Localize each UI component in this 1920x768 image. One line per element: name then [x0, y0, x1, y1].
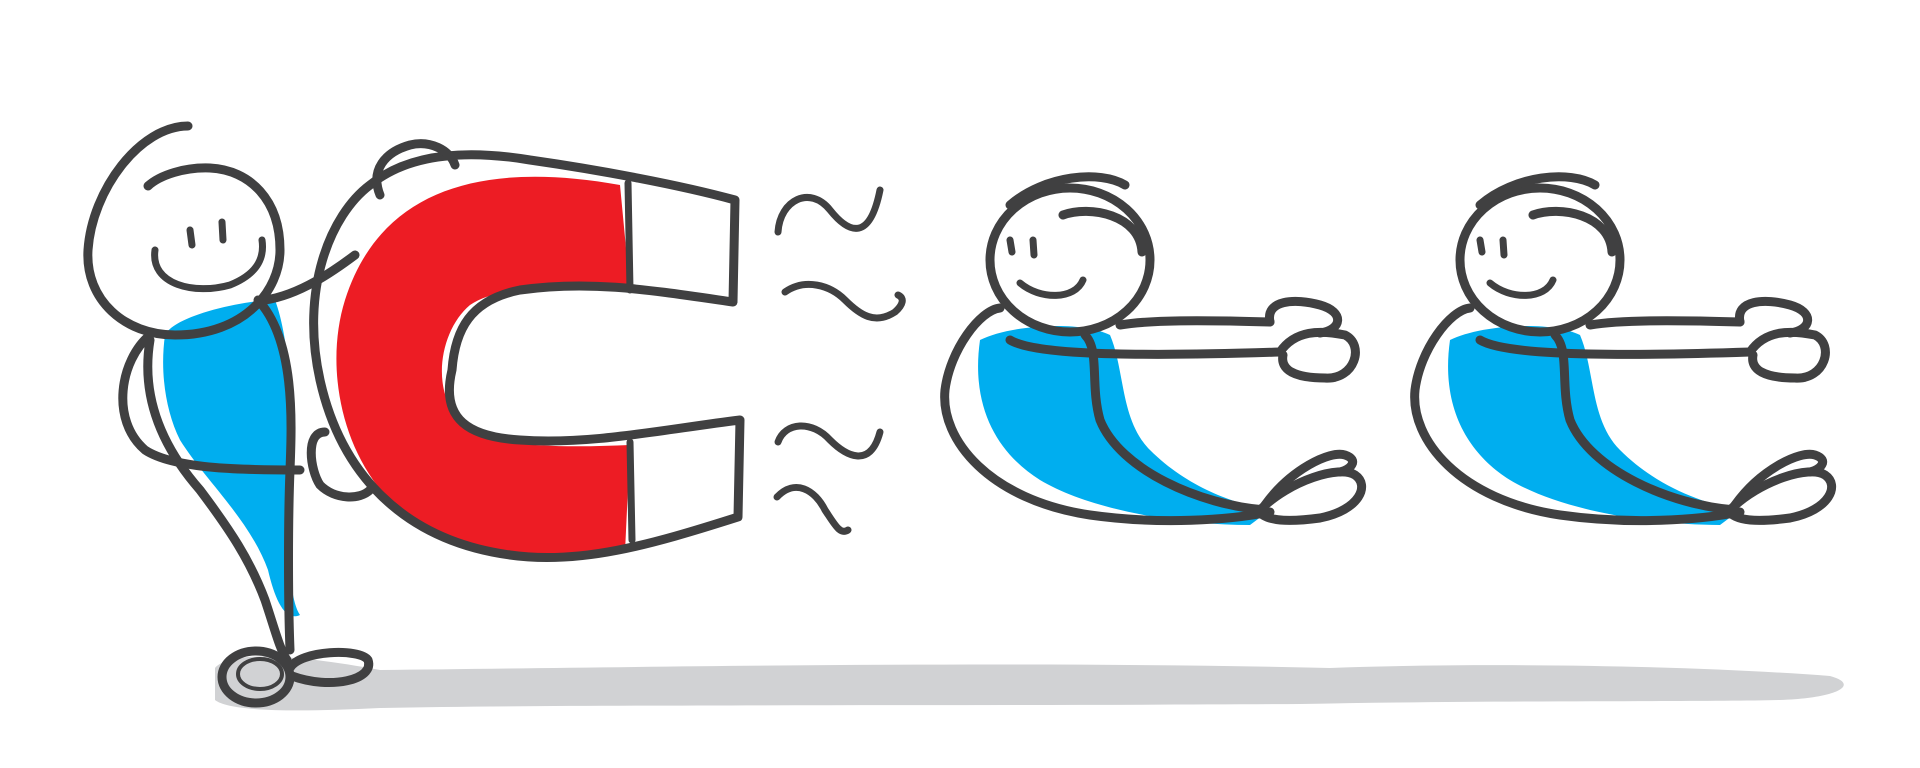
arm-lower: [1475, 335, 1755, 359]
wave-2: [781, 281, 906, 322]
hand-upper: [1735, 296, 1813, 338]
smile: [1486, 276, 1557, 299]
foot-front-inner: [236, 657, 284, 691]
head: [83, 121, 285, 340]
eye-right: [218, 218, 227, 244]
arm-upper: [1115, 316, 1275, 330]
blue-shirt: [163, 300, 300, 617]
leg: [143, 335, 292, 665]
body-right-side: [253, 295, 296, 655]
blue-shirt: [1448, 325, 1740, 525]
eye-left: [1476, 236, 1486, 256]
hair-swirl: [1058, 206, 1147, 257]
magnet-pole-line-top: [624, 179, 634, 294]
magnet-knob: [372, 139, 460, 200]
foot-back: [285, 647, 374, 687]
leg-line: [1080, 330, 1270, 515]
smile: [1016, 276, 1087, 299]
ground-shadow: [215, 656, 1844, 711]
magnetic-field-waves: [773, 186, 906, 535]
hand-lower: [1745, 327, 1830, 383]
arm-upper: [1585, 316, 1745, 330]
stick-figure-attracted-2: [1410, 172, 1837, 526]
leg-line: [1550, 330, 1740, 515]
foot-lower: [1253, 467, 1367, 525]
magnet-pole-top: [628, 183, 735, 300]
eye-left: [186, 226, 196, 249]
foot-upper: [1260, 449, 1357, 510]
wave-1: [774, 186, 884, 236]
hand: [306, 427, 375, 502]
smile: [151, 236, 267, 293]
wave-3: [774, 422, 884, 460]
arm-lower: [1005, 335, 1285, 359]
hand-lower: [1275, 327, 1360, 383]
body-outline: [118, 330, 305, 475]
blue-shirt: [978, 325, 1270, 525]
eye-right: [1499, 236, 1508, 259]
foot-upper: [1730, 449, 1827, 510]
head-top: [1475, 172, 1600, 210]
head: [1455, 183, 1625, 337]
head: [985, 183, 1155, 337]
head-top: [1005, 172, 1130, 210]
stick-figure-holding-magnet: [83, 121, 375, 708]
wave-4: [773, 483, 852, 535]
hand-upper: [1265, 296, 1343, 338]
foot-lower: [1723, 467, 1837, 525]
hair-swirl: [1528, 206, 1617, 257]
magnet-pole-line-bottom: [626, 438, 636, 544]
body-outline: [1410, 303, 1745, 526]
magnet-outline: [309, 150, 745, 563]
foot-front: [217, 646, 295, 708]
body-outline: [940, 303, 1275, 526]
eye-left: [1006, 236, 1016, 256]
horseshoe-magnet: [309, 139, 745, 563]
eye-right: [1029, 236, 1038, 259]
stick-figure-attracted-1: [940, 172, 1367, 526]
magnet-pole-bottom: [630, 420, 740, 540]
magnet-red-body: [336, 176, 630, 556]
